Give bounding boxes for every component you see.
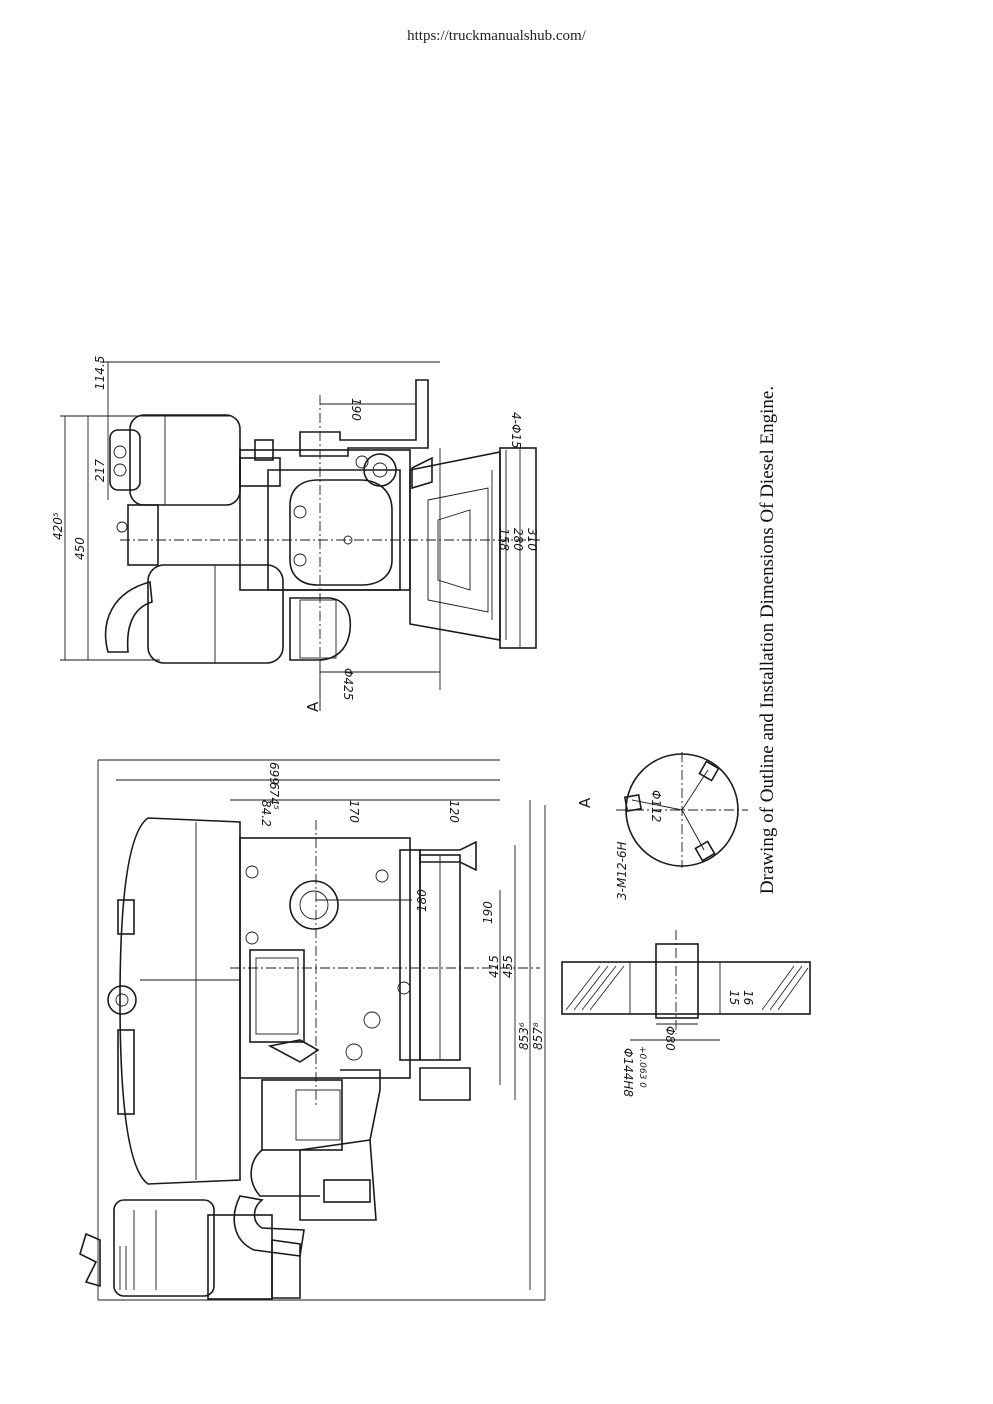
dim-180: 180 <box>415 889 429 912</box>
detail-a-label: A <box>576 797 594 808</box>
dim-310: 310 <box>525 528 539 551</box>
dim-450: 450 <box>73 537 87 560</box>
dim-15: 15 <box>727 990 741 1005</box>
dim-158: 158 <box>497 528 511 551</box>
dim-674-5: 674⁵ <box>267 782 281 810</box>
dim-420-5: 420⁵ <box>51 512 65 540</box>
dim-phi425: Φ425 <box>341 668 355 700</box>
dim-4-phi15: 4-Φ15 <box>509 412 523 449</box>
dim-16: 16 <box>741 990 755 1006</box>
dim-857-8: 857⁸ <box>531 1022 545 1050</box>
hatch-left <box>565 965 625 1011</box>
dim-853-6: 853⁶ <box>517 1022 531 1050</box>
dim-phi80: Φ80 <box>663 1026 677 1051</box>
thread-3-m12: 3-M12-6H <box>615 841 629 900</box>
bore-tolerance: +0.063 0 <box>637 1046 647 1088</box>
bore-phi144: Φ144H8 <box>621 1048 635 1097</box>
dim-455: 455 <box>501 955 515 978</box>
side-view <box>79 759 546 1301</box>
drawing-caption: Drawing of Outline and Installation Dime… <box>757 385 778 895</box>
dim-170: 170 <box>347 800 361 823</box>
end-view <box>60 361 540 712</box>
dim-190-side: 190 <box>481 901 495 924</box>
hatch-right <box>761 965 809 1011</box>
dim-190-end: 190 <box>349 398 363 421</box>
section-marker-a: A <box>304 701 322 712</box>
dim-120: 120 <box>447 800 461 823</box>
site-url[interactable]: https://truckmanualshub.com/ <box>407 28 586 44</box>
dim-217: 217 <box>93 459 107 482</box>
dim-84-2: 84.2 <box>259 800 273 827</box>
end-view-dims: 114.5 217 420⁵ 450 190 4-Φ15 158 280 310… <box>51 356 539 712</box>
detail-a <box>561 752 811 1041</box>
dim-280: 280 <box>511 528 525 551</box>
detail-a-dims: A 3-M12-6H Φ112 Φ144H8 +0.063 0 Φ80 15 1… <box>576 790 755 1097</box>
side-view-dims: 699 674⁵ 84.2 170 120 180 190 415 455 85… <box>259 762 545 1050</box>
pcd-phi112: Φ112 <box>649 790 663 822</box>
dim-415: 415 <box>487 955 501 978</box>
dim-699: 699 <box>267 762 281 785</box>
dim-114-5: 114.5 <box>93 356 107 390</box>
